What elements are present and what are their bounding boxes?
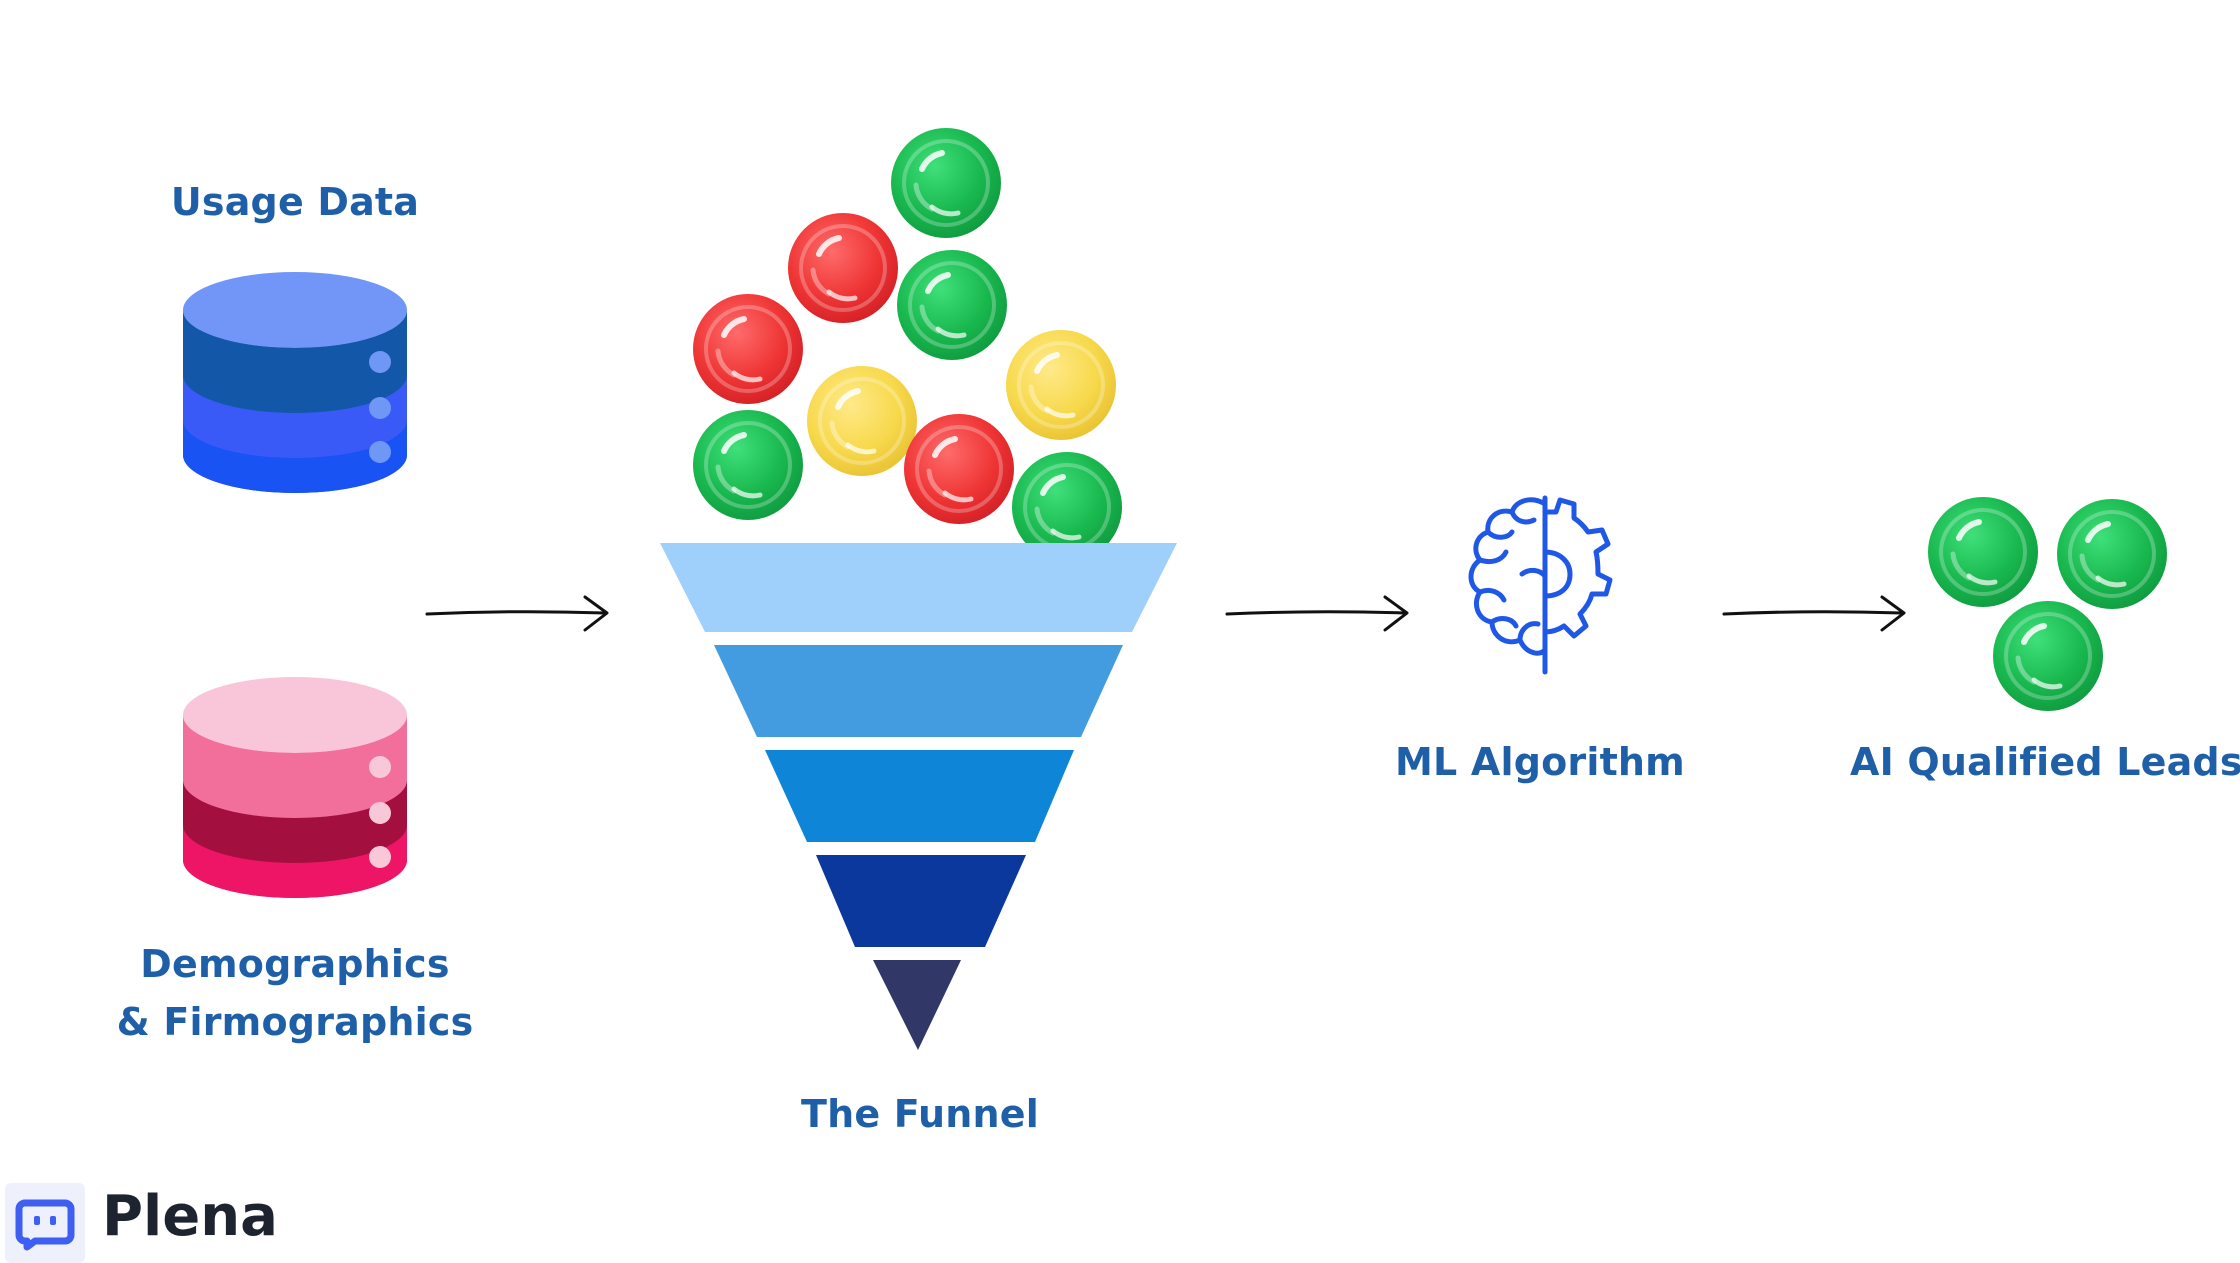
brand-name: Plena [102,1184,278,1249]
ball-icon [1928,497,2038,607]
ball-icon [2057,499,2167,609]
ball-icon [1993,601,2103,711]
chat-robot-icon [5,1183,85,1263]
